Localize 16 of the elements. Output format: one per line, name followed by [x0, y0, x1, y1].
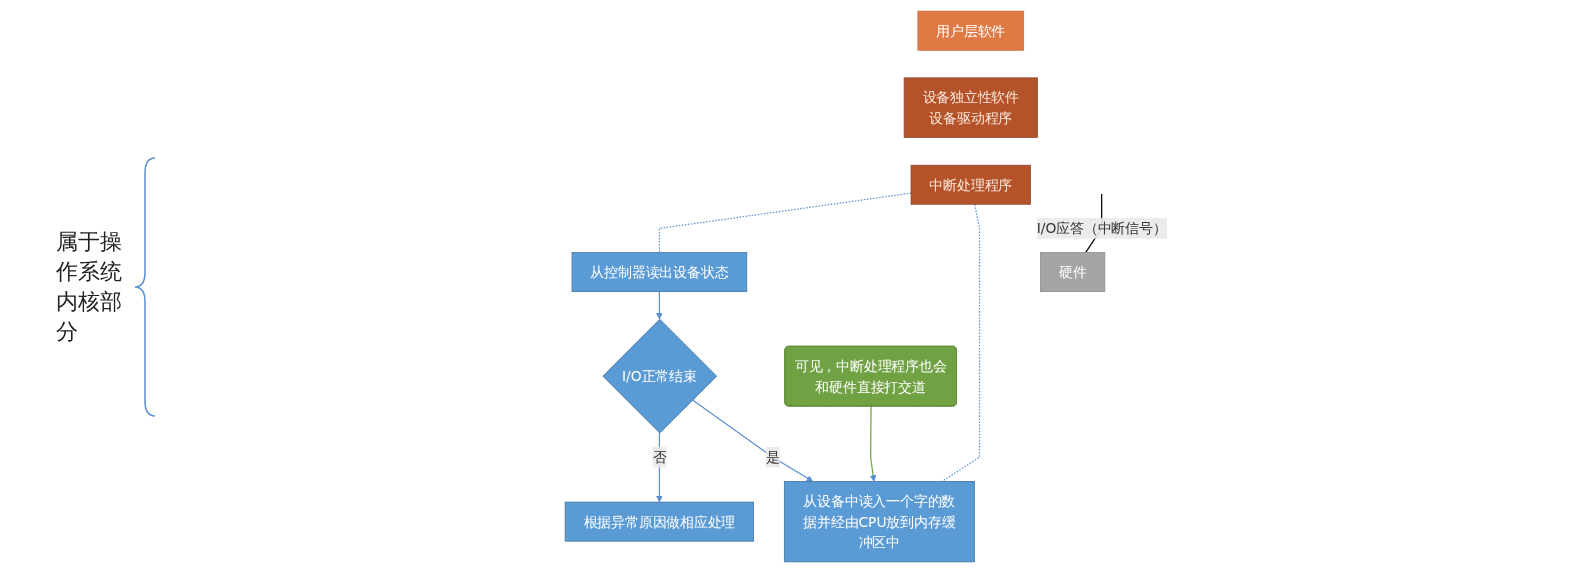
edge-label: 是	[766, 449, 780, 466]
edge-label: I/O应答（中断信号）	[1036, 220, 1167, 237]
connector	[658, 192, 912, 254]
node-box: 从控制器读出设备状态	[571, 252, 748, 293]
node-box: 从设备中读入一个字的数据并经由CPU放到内存缓冲区中	[784, 481, 975, 563]
node-box: 硬件	[1040, 252, 1106, 293]
node-box: 根据异常原因做相应处理	[564, 501, 755, 542]
node-box: 设备独立性软件 设备驱动程序	[903, 77, 1038, 138]
node-box: 用户层软件	[917, 10, 1025, 51]
edge-label: 否	[652, 449, 667, 466]
node-box: 中断处理程序	[910, 164, 1032, 205]
node-diamond: I/O正常结束	[602, 318, 718, 434]
arrow	[692, 399, 814, 482]
arrow	[869, 405, 877, 482]
arrow	[656, 291, 663, 320]
note-text: 属于操作系统内核部分	[56, 227, 123, 346]
